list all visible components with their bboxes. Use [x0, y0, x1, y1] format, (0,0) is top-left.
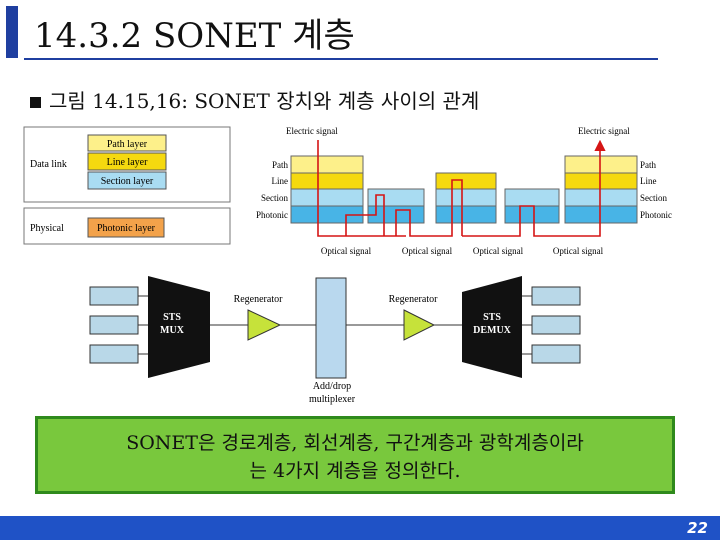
right-line-cell	[564, 172, 638, 190]
section-layer-box	[87, 171, 167, 190]
square-bullet-icon	[30, 97, 41, 108]
terminal-icon	[531, 315, 581, 335]
electric-signal-out-label: Electric signal	[578, 126, 630, 136]
adm-label-line2: multiplexer	[309, 394, 356, 405]
title-accent-bar	[6, 6, 18, 58]
adm-photonic-cell	[435, 205, 497, 224]
left-label-path: Path	[272, 160, 289, 170]
optical-signal-label-3: Optical signal	[473, 246, 524, 256]
signal-through-regen-left	[345, 194, 385, 236]
right-label-section: Section	[640, 193, 667, 203]
right-path-cell	[564, 155, 638, 174]
left-section-cell	[290, 188, 364, 207]
regenerator-left-triangle	[247, 309, 282, 341]
layer-table: Data link Path layer Line layer Section …	[23, 126, 231, 245]
callout-line-1: SONET은 경로계층, 회선계층, 구간계층과 광학계층이라	[126, 432, 584, 454]
right-photonic-cell	[564, 205, 638, 224]
page-number: 22	[687, 519, 708, 537]
sts-mux-shape	[148, 276, 210, 378]
data-link-label: Data link	[30, 159, 67, 170]
mux-label-line1: STS	[163, 312, 181, 323]
right-section-cell	[564, 188, 638, 207]
left-line-cell	[290, 172, 364, 190]
bullet-item: 그림 14.15,16: SONET 장치와 계층 사이의 관계	[30, 85, 479, 114]
signal-output-arrow	[590, 139, 606, 237]
layer-stack-diagram: Electric signal Electric signal Path Lin…	[256, 126, 672, 256]
signal-through-adm	[395, 179, 463, 237]
sts-demux-shape	[462, 276, 522, 378]
optical-signal-label-2: Optical signal	[402, 246, 453, 256]
callout-line-2: 는 4가지 계층을 정의한다.	[249, 460, 461, 482]
summary-callout: SONET은 경로계층, 회선계층, 구간계층과 광학계층이라 는 4가지 계층…	[35, 416, 675, 494]
right-label-photonic: Photonic	[640, 210, 672, 220]
adm-line-cell	[435, 172, 497, 190]
right-label-line: Line	[640, 176, 657, 186]
demux-label-line2: DEMUX	[473, 325, 512, 336]
photonic-layer-label: Photonic layer	[97, 223, 156, 234]
electric-signal-in-label: Electric signal	[286, 126, 338, 136]
signal-path-segment	[317, 140, 406, 237]
optical-signal-label-1: Optical signal	[321, 246, 372, 256]
left-path-cell	[290, 155, 364, 174]
mux-label-line2: MUX	[160, 325, 185, 336]
bullet-text: 그림 14.15,16: SONET 장치와 계층 사이의 관계	[49, 89, 480, 113]
regenerator-right-label: Regenerator	[389, 294, 439, 305]
adm-section-cell	[435, 188, 497, 207]
regenerator-right-triangle	[403, 309, 436, 341]
terminal-icon	[531, 286, 581, 306]
section-layer-label: Section layer	[101, 176, 154, 187]
regenerator-left-label: Regenerator	[234, 294, 284, 305]
regen-right-photonic-cell	[504, 205, 560, 224]
terminal-icon	[531, 344, 581, 364]
left-terminals	[89, 286, 148, 364]
slide-title: 14.3.2 SONET 계층	[34, 16, 355, 56]
path-layer-box	[87, 134, 167, 152]
terminal-icon	[89, 315, 139, 335]
optical-signal-label-4: Optical signal	[553, 246, 604, 256]
right-label-path: Path	[640, 160, 657, 170]
footer-bar: 22	[0, 516, 720, 540]
path-layer-label: Path layer	[107, 139, 148, 150]
line-layer-label: Line layer	[107, 157, 148, 168]
line-layer-box	[87, 152, 167, 171]
photonic-layer-box	[87, 217, 165, 238]
adm-label-line1: Add/drop	[313, 381, 351, 392]
left-label-line: Line	[272, 176, 289, 186]
regen-right-section-cell	[504, 188, 560, 207]
physical-label: Physical	[30, 223, 64, 234]
terminal-icon	[89, 286, 139, 306]
left-label-photonic: Photonic	[256, 210, 288, 220]
title-underline	[24, 58, 658, 60]
device-chain-diagram: STS MUX Regenerator Regenerator Add/drop…	[89, 276, 581, 405]
demux-label-line1: STS	[483, 312, 501, 323]
left-label-section: Section	[261, 193, 288, 203]
add-drop-multiplexer-box	[315, 277, 347, 379]
signal-through-regen-right	[462, 205, 590, 237]
terminal-icon	[89, 344, 139, 364]
right-terminals	[522, 286, 581, 364]
